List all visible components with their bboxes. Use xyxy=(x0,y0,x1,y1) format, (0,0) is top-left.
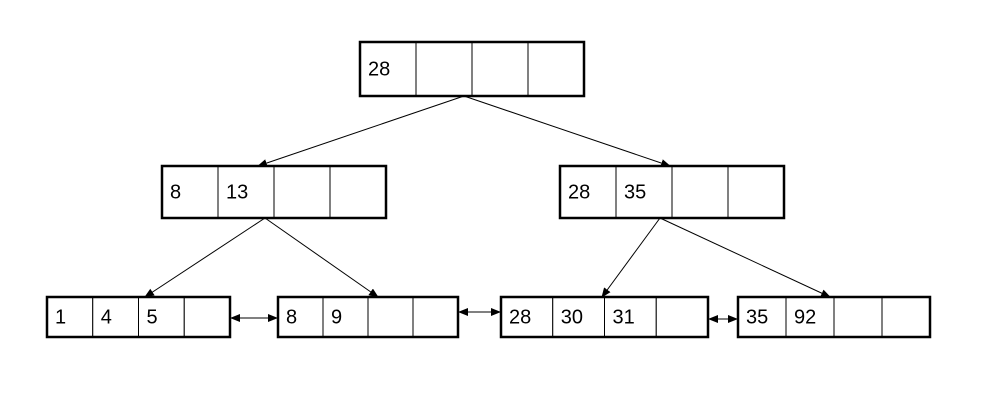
leaf-node-0-outline xyxy=(45,295,232,339)
edge-internal-0-leaf-1 xyxy=(264,217,379,298)
edge-root-internal-0 xyxy=(257,95,465,167)
leaf-node-3-cell-0 xyxy=(737,296,787,338)
leaf-node-2-cell-3 xyxy=(655,296,709,338)
root-node: 28 xyxy=(358,40,586,98)
leaf-sibling-links xyxy=(230,308,738,323)
leaf-node-1-cell-2 xyxy=(367,296,414,338)
internal-node-0-cell-3 xyxy=(329,165,387,219)
root-node-cell-3 xyxy=(527,41,585,97)
leaf-node-0-key-2: 5 xyxy=(147,306,158,328)
internal-node-0-outline xyxy=(160,164,388,220)
edge-internal-1-leaf-3 xyxy=(659,217,831,298)
leaf-node-2: 28 30 31 xyxy=(499,295,710,339)
internal-node-0-cell-2 xyxy=(273,165,331,219)
leaf-node-2-key-1: 30 xyxy=(561,306,583,328)
leaf-node-2-outline xyxy=(499,295,710,339)
leaf-node-0-key-0: 1 xyxy=(55,306,66,328)
leaf-node-0-cell-0 xyxy=(46,296,94,338)
internal-node-1-cell-3 xyxy=(727,165,785,219)
leaf-node-0-cell-3 xyxy=(183,296,231,338)
root-node-key-0: 28 xyxy=(368,58,390,80)
leaf-node-0-cell-2 xyxy=(138,296,185,338)
leaf-node-1-cell-0 xyxy=(277,296,324,338)
edge-internal-1-leaf-2 xyxy=(601,217,661,298)
leaf-node-1-key-0: 8 xyxy=(286,306,297,328)
internal-node-1-outline xyxy=(558,164,786,220)
edge-root-internal-1 xyxy=(463,95,671,167)
root-node-outline xyxy=(358,40,586,98)
leaf-node-2-key-0: 28 xyxy=(509,306,531,328)
leaf-node-3: 35 92 xyxy=(736,295,932,339)
internal-node-0-key-0: 8 xyxy=(170,181,181,203)
leaf-node-1-cell-1 xyxy=(322,296,369,338)
leaf-node-3-key-1: 92 xyxy=(794,306,816,328)
tree-edges xyxy=(144,95,831,298)
leaf-node-3-outline xyxy=(736,295,932,339)
leaf-node-3-cell-3 xyxy=(881,296,931,338)
leaf-node-0: 1 4 5 xyxy=(45,295,232,339)
edge-internal-0-leaf-0 xyxy=(144,217,266,298)
leaf-node-3-cell-2 xyxy=(833,296,883,338)
leaf-node-0-key-1: 4 xyxy=(101,306,112,328)
internal-node-0: 8 13 xyxy=(160,164,388,220)
leaf-node-1-key-1: 9 xyxy=(331,306,342,328)
internal-node-1: 28 35 xyxy=(558,164,786,220)
root-node-cell-1 xyxy=(415,41,473,97)
internal-node-0-key-1: 13 xyxy=(226,181,248,203)
leaf-node-1-cell-3 xyxy=(412,296,459,338)
internal-node-1-cell-2 xyxy=(671,165,729,219)
leaf-node-0-cell-1 xyxy=(92,296,139,338)
leaf-node-1-outline xyxy=(276,295,460,339)
leaf-node-2-key-2: 31 xyxy=(613,306,635,328)
internal-node-1-key-1: 35 xyxy=(624,181,646,203)
leaf-node-3-key-0: 35 xyxy=(746,306,768,328)
internal-node-1-key-0: 28 xyxy=(568,181,590,203)
root-node-cell-2 xyxy=(471,41,529,97)
